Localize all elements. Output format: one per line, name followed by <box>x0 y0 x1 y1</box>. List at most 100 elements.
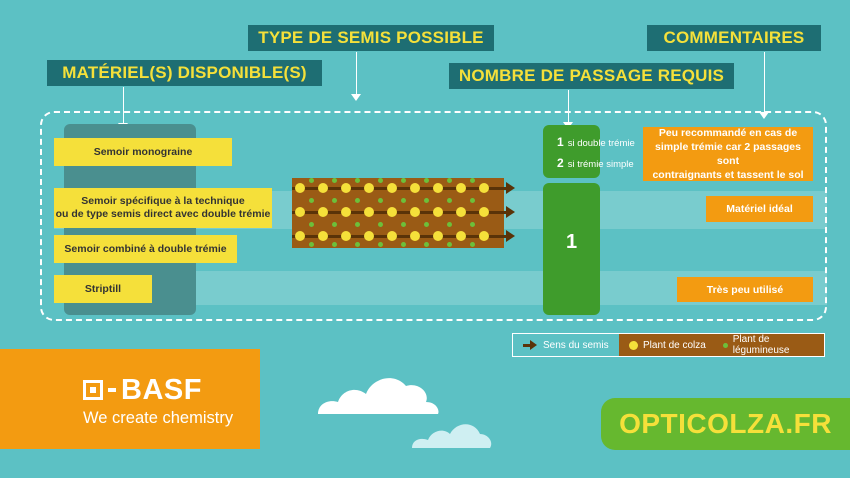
colza-plant-dot <box>295 183 305 193</box>
legume-plant-dot <box>424 242 429 247</box>
legend-legumineuse-label: Plant de légumineuse <box>732 334 790 356</box>
arrow-head-type-semis <box>351 94 361 101</box>
passage-text-simple: si trémie simple <box>567 159 634 170</box>
materiel-striptill: Striptill <box>54 275 152 303</box>
arrow-type-semis <box>356 52 357 94</box>
seeding-row-arrow-icon <box>506 230 515 242</box>
colza-plant-dot <box>341 231 351 241</box>
commentaire-tres-peu-utilise: Très peu utilisé <box>677 277 813 302</box>
header-materiel: MATÉRIEL(S) DISPONIBLE(S) <box>47 60 322 86</box>
colza-plant-dot <box>295 231 305 241</box>
legume-plant-dot <box>378 178 383 183</box>
legume-plant-dot <box>309 198 314 203</box>
colza-plant-dot <box>479 183 489 193</box>
legume-plant-dot <box>309 242 314 247</box>
legume-plant-dot <box>355 222 360 227</box>
legume-plant-dot <box>332 222 337 227</box>
legend-legumineuse: Plant de légumineuse <box>715 334 824 356</box>
legume-plant-dot <box>470 198 475 203</box>
passage-number-1: 1 <box>557 135 564 149</box>
colza-plant-dot <box>318 183 328 193</box>
seeding-row-line <box>292 211 508 214</box>
arrow-commentaires <box>764 52 765 112</box>
colza-plant-dot <box>341 183 351 193</box>
colza-plant-dot <box>318 231 328 241</box>
passage-number-bottom: 1 <box>565 231 578 253</box>
legume-plant-dot <box>447 222 452 227</box>
legume-plant-dot <box>401 242 406 247</box>
passage-box-top: 1 si double trémie 2 si trémie simple <box>543 125 635 178</box>
legume-plant-dot <box>378 242 383 247</box>
legume-plant-dot <box>355 242 360 247</box>
colza-plant-dot <box>433 207 443 217</box>
legend-colza-label: Plant de colza <box>643 339 706 351</box>
colza-plant-dot <box>410 231 420 241</box>
colza-plant-dot <box>456 207 466 217</box>
materiel-semoir-specifique: Semoir spécifique à la technique ou de t… <box>54 188 272 228</box>
legume-plant-dot <box>401 222 406 227</box>
legend-legumineuse-dot-icon <box>723 342 728 348</box>
legend-colza: Plant de colza <box>619 334 715 356</box>
seeding-row-line <box>292 187 508 190</box>
legume-plant-dot <box>401 198 406 203</box>
basf-tagline: We create chemistry <box>83 409 234 427</box>
legume-plant-dot <box>378 198 383 203</box>
colza-plant-dot <box>341 207 351 217</box>
materiel-semoir-monograine: Semoir monograine <box>54 138 232 166</box>
arrow-nombre-passage <box>568 90 569 122</box>
seeding-row-arrow-icon <box>506 182 515 194</box>
colza-plant-dot <box>364 231 374 241</box>
colza-plant-dot <box>387 207 397 217</box>
cloud-large-icon <box>318 378 439 414</box>
legume-plant-dot <box>424 222 429 227</box>
colza-plant-dot <box>479 231 489 241</box>
colza-plant-dot <box>387 183 397 193</box>
header-commentaires: COMMENTAIRES <box>647 25 821 51</box>
colza-plant-dot <box>387 231 397 241</box>
header-nombre-passage: NOMBRE DE PASSAGE REQUIS <box>449 63 734 89</box>
colza-plant-dot <box>456 183 466 193</box>
materiel-semoir-combine: Semoir combiné à double trémie <box>54 235 237 263</box>
legume-plant-dot <box>470 242 475 247</box>
colza-plant-dot <box>295 207 305 217</box>
basf-logo-text: BASF <box>121 374 202 406</box>
basf-logo-icon: BASF <box>83 374 202 406</box>
legume-plant-dot <box>332 178 337 183</box>
commentaire-materiel-ideal: Matériel idéal <box>706 196 813 222</box>
diagram-frame <box>40 111 827 321</box>
legume-plant-dot <box>470 222 475 227</box>
passage-number-2: 2 <box>557 156 564 170</box>
header-type-semis: TYPE DE SEMIS POSSIBLE <box>248 25 494 51</box>
legume-plant-dot <box>424 198 429 203</box>
colza-plant-dot <box>410 183 420 193</box>
arrow-head-commentaires <box>759 112 769 119</box>
cloud-small-icon <box>412 424 492 448</box>
legume-plant-dot <box>424 178 429 183</box>
colza-plant-dot <box>433 183 443 193</box>
colza-plant-dot <box>433 231 443 241</box>
legume-plant-dot <box>332 242 337 247</box>
arrow-materiel <box>123 87 124 123</box>
passage-box-bottom: 1 <box>543 183 600 315</box>
colza-plant-dot <box>456 231 466 241</box>
legend-arrow-icon <box>523 340 537 350</box>
legend-sens-semis: Sens du semis <box>513 334 619 356</box>
colza-plant-dot <box>318 207 328 217</box>
legume-plant-dot <box>470 178 475 183</box>
colza-plant-dot <box>364 183 374 193</box>
legume-plant-dot <box>378 222 383 227</box>
seeding-row-arrow-icon <box>506 206 515 218</box>
colza-plant-dot <box>410 207 420 217</box>
passage-text-double: si double trémie <box>567 138 635 149</box>
legume-plant-dot <box>332 198 337 203</box>
legume-plant-dot <box>355 178 360 183</box>
colza-plant-dot <box>364 207 374 217</box>
commentaire-peu-recommande: Peu recommandé en cas de simple trémie c… <box>643 127 813 181</box>
legend-sens-label: Sens du semis <box>543 339 609 351</box>
legend-colza-dot-icon <box>629 340 638 350</box>
legume-plant-dot <box>309 222 314 227</box>
opticolza-link[interactable]: OPTICOLZA.FR <box>601 398 850 450</box>
legume-plant-dot <box>447 198 452 203</box>
legume-plant-dot <box>309 178 314 183</box>
legend: Sens du semis Plant de colza Plant de lé… <box>512 333 825 357</box>
